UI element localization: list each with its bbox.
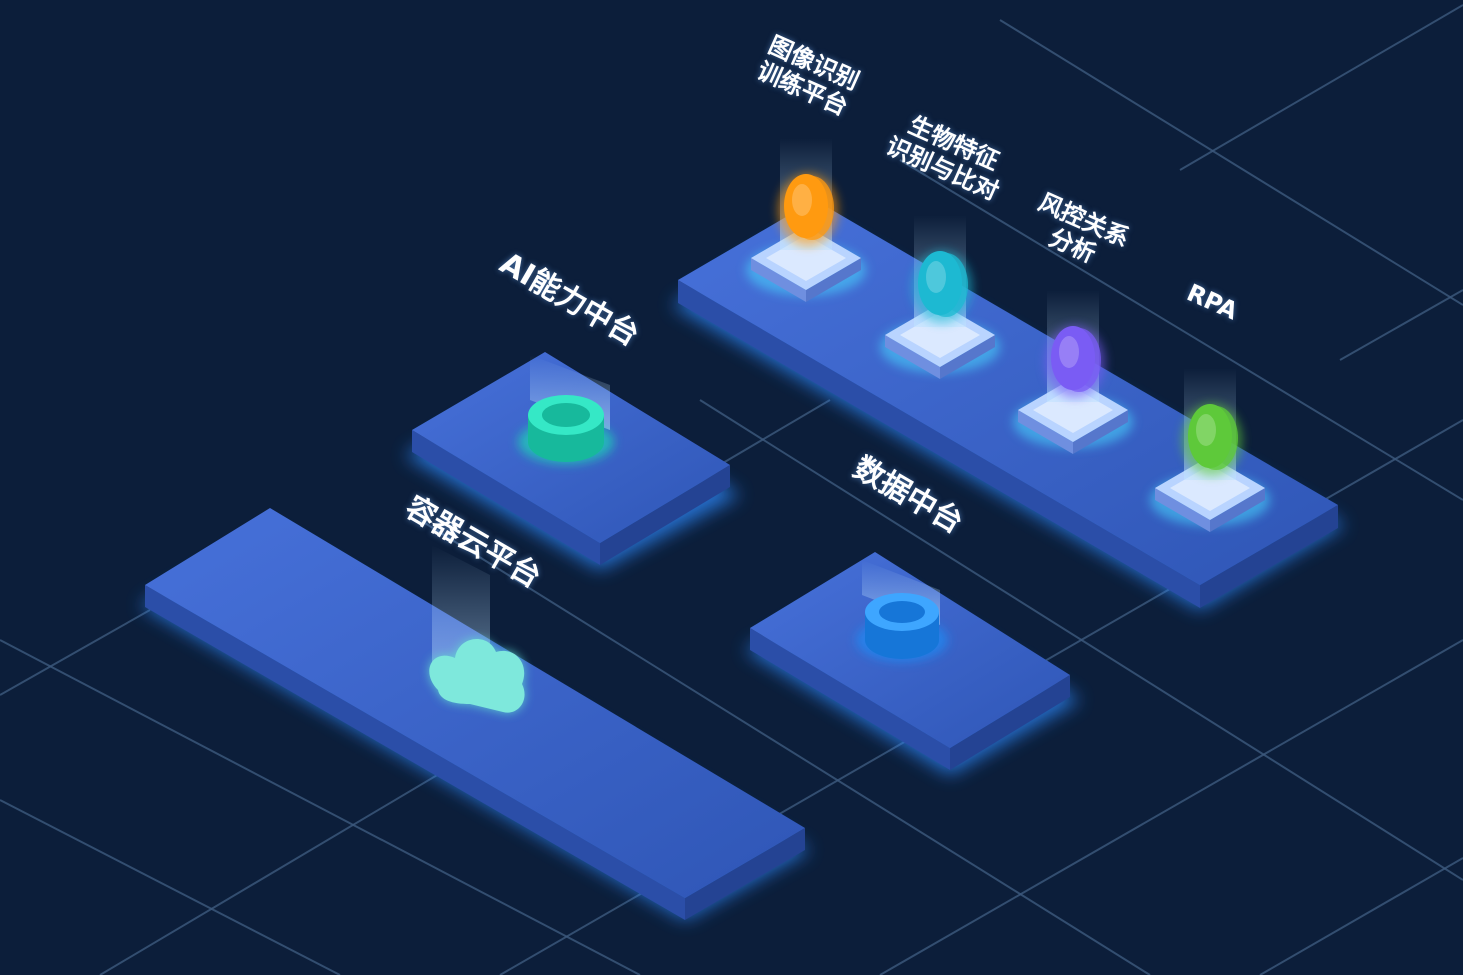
coin-icon xyxy=(1188,404,1232,468)
grid-line xyxy=(1179,4,1463,171)
container-cloud-platform xyxy=(140,508,810,920)
grid-line xyxy=(999,19,1463,306)
pedestal-side-left xyxy=(751,258,806,302)
coin-highlight xyxy=(792,184,812,216)
pedestal-side-left xyxy=(885,335,940,379)
coin-icon xyxy=(784,174,828,238)
application-platform xyxy=(672,138,1345,610)
slab-side-left xyxy=(412,430,600,565)
slab-side-right xyxy=(1200,505,1338,608)
pedestal-side-left xyxy=(1155,488,1210,532)
grid-line xyxy=(1339,289,1463,361)
coin-highlight xyxy=(1059,336,1079,368)
floor-grid xyxy=(0,4,1463,975)
grid-line xyxy=(1259,857,1463,975)
coin-highlight xyxy=(926,261,946,293)
cylinder-icon xyxy=(518,395,614,464)
grid-line xyxy=(879,639,1463,975)
app-node xyxy=(880,215,1000,379)
grid-line xyxy=(0,639,641,975)
coin-icon xyxy=(918,251,962,315)
coin-highlight xyxy=(1196,414,1216,446)
pedestal-side-right xyxy=(940,335,995,379)
slab-side-right xyxy=(685,828,805,920)
slab-side-left xyxy=(145,585,685,920)
app-node xyxy=(746,138,866,302)
cloud-icon xyxy=(429,639,525,713)
app-node xyxy=(1150,368,1270,532)
slab-side-right xyxy=(950,675,1070,770)
app-node xyxy=(1013,290,1133,454)
slab-side-right xyxy=(600,465,730,565)
pedestal-side-right xyxy=(806,258,861,302)
grid-line xyxy=(0,799,341,975)
data-platform xyxy=(745,552,1080,775)
cylinder-icon xyxy=(856,593,948,662)
slab-side-left xyxy=(750,628,950,770)
pedestal-side-right xyxy=(1073,410,1128,454)
grid-line xyxy=(899,159,1463,501)
pedestal-side-left xyxy=(1018,410,1073,454)
coin-icon xyxy=(1051,326,1095,390)
grid-line xyxy=(419,519,1151,975)
slab-side-left xyxy=(678,280,1200,608)
pedestal-side-right xyxy=(1210,488,1265,532)
ai-capability-platform xyxy=(405,352,740,570)
grid-line xyxy=(0,609,151,696)
